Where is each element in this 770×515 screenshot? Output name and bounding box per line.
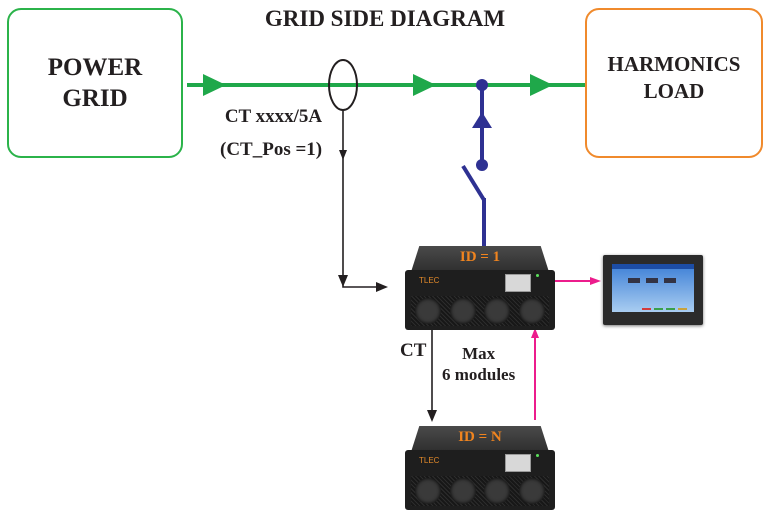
- max-modules-label: Max 6 modules: [442, 343, 515, 385]
- status-led-icon: [536, 274, 539, 277]
- apf-module-n: ID = N TLEC: [405, 426, 555, 510]
- status-led-icon: [536, 454, 539, 457]
- hmi-touchscreen: [603, 255, 703, 325]
- ct-signal-wire: [342, 110, 378, 288]
- fan-icon: [415, 478, 442, 504]
- arrow-down-icon: [427, 410, 437, 422]
- switch-contact-icon: [476, 159, 488, 171]
- module-id-label: ID = 1: [459, 249, 501, 265]
- fan-grille: [411, 476, 549, 506]
- ct-rating-label: CT xxxx/5A (CT_Pos =1): [220, 100, 322, 166]
- arrow-right-icon: [376, 282, 388, 292]
- flow-arrow-icon: [413, 74, 436, 96]
- harmonics-load-label-2: LOAD: [643, 79, 705, 103]
- arrow-up-icon: [531, 328, 539, 338]
- module-brand: TLEC: [419, 276, 440, 285]
- fan-icon: [449, 478, 476, 504]
- fan-icon: [518, 298, 545, 324]
- max-text: Max: [462, 344, 496, 363]
- ct-rating-text: CT xxxx/5A: [224, 106, 323, 127]
- apf-module-1: ID = 1 TLEC: [405, 246, 555, 330]
- junction-dot-icon: [476, 79, 488, 91]
- power-grid-label-1: POWER: [47, 54, 143, 81]
- flow-arrow-icon: [203, 74, 226, 96]
- hmi-screen: [612, 264, 694, 312]
- fan-icon: [484, 478, 511, 504]
- harmonics-load-label-1: HARMONICS: [607, 52, 741, 76]
- fan-grille: [411, 296, 549, 326]
- fan-icon: [415, 298, 442, 324]
- module-id-label: ID = N: [458, 429, 502, 445]
- power-grid-node: POWER GRID: [7, 8, 183, 158]
- diagram-title: GRID SIDE DIAGRAM: [264, 6, 506, 31]
- ct-chain-label: CT: [400, 340, 427, 361]
- ct-position-text: (CT_Pos =1): [220, 139, 323, 160]
- fan-icon: [449, 298, 476, 324]
- module-display-icon: [505, 274, 531, 292]
- module-brand: TLEC: [419, 456, 440, 465]
- flow-arrow-icon: [530, 74, 553, 96]
- arrow-right-icon: [590, 277, 601, 285]
- arrow-up-icon: [472, 112, 492, 128]
- fan-icon: [484, 298, 511, 324]
- harmonics-load-node: HARMONICS LOAD: [585, 8, 763, 158]
- fan-icon: [518, 478, 545, 504]
- module-display-icon: [505, 454, 531, 472]
- power-grid-label-2: GRID: [62, 85, 128, 112]
- arrow-down-icon: [339, 150, 347, 160]
- switch-blade-icon: [461, 164, 486, 202]
- modules-count-text: 6 modules: [442, 365, 516, 384]
- arrow-down-icon: [338, 275, 348, 287]
